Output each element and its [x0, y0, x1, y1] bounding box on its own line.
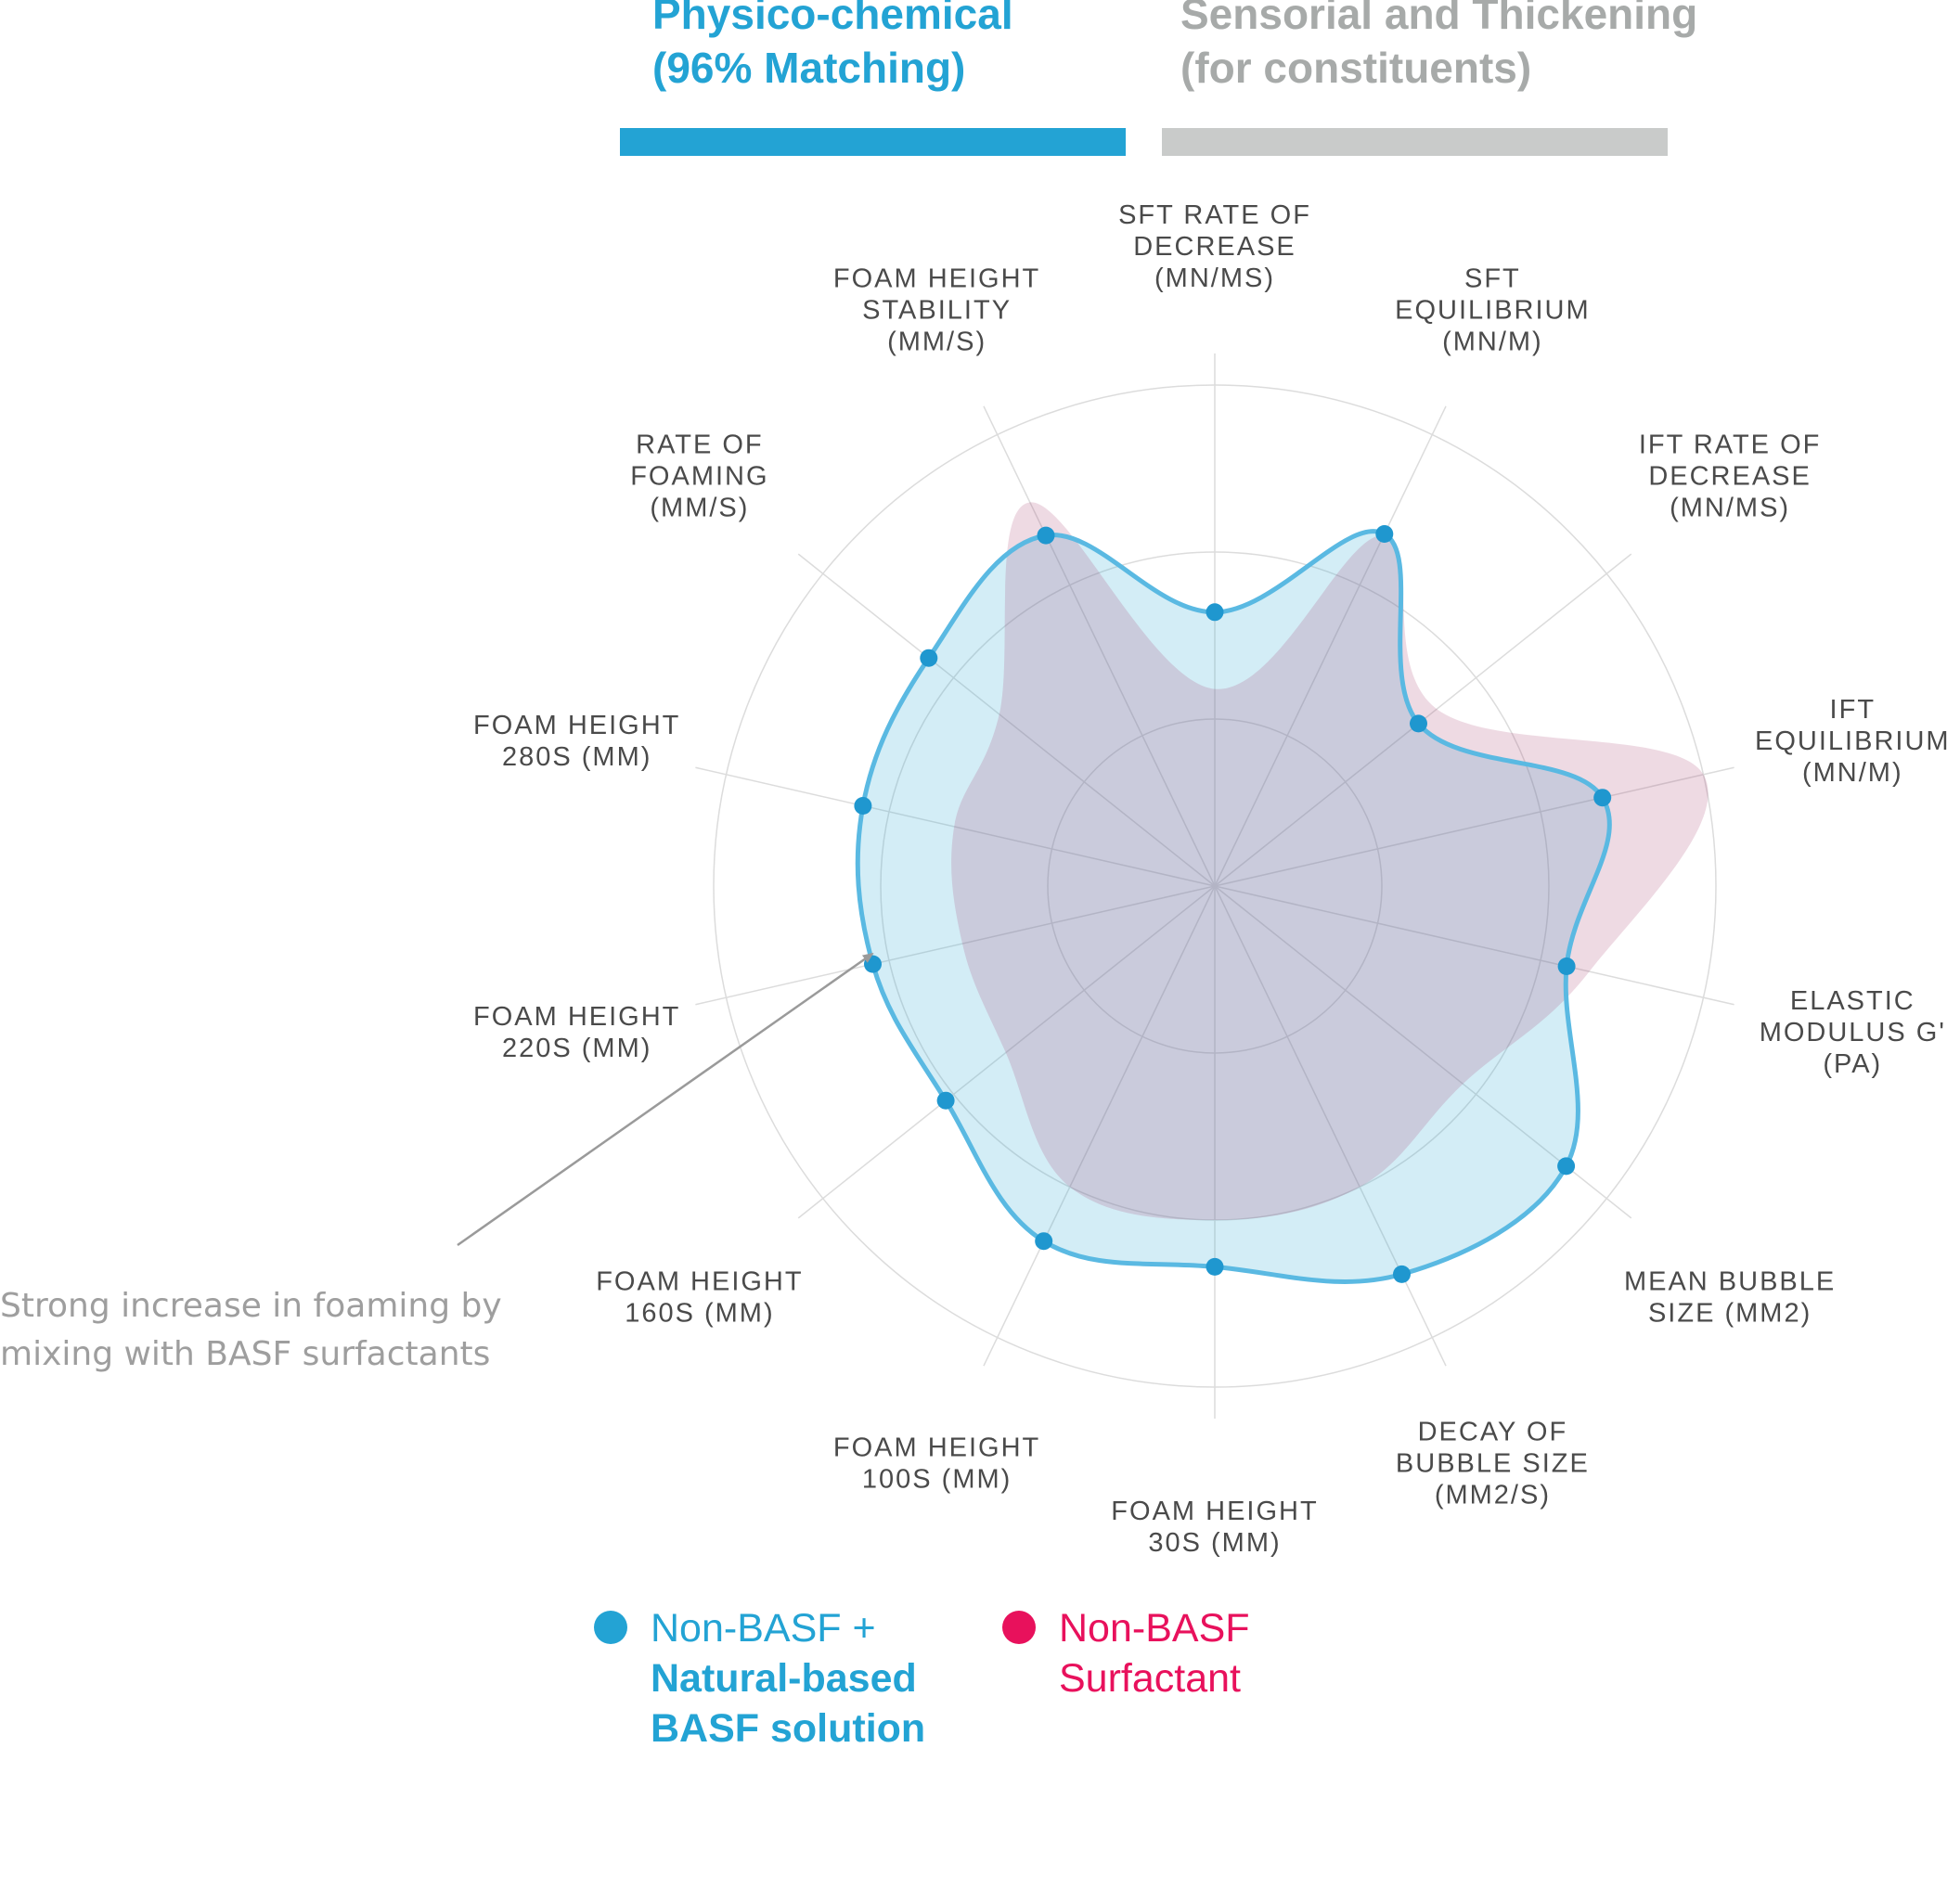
series-blue-point-3 [1593, 789, 1612, 807]
grid-spoke-9 [797, 885, 1216, 1219]
tab-sensorial-line-1: Sensorial and Thickening [1180, 0, 1698, 38]
axis-label-11-line-0: FOAM HEIGHT [473, 711, 680, 740]
series-blue-point-5 [1557, 1157, 1576, 1176]
axis-label-0-line-1: DECREASE [1133, 232, 1296, 262]
tab-physico-chemical[interactable]: Physico-chemical (96% Matching) [652, 0, 1013, 95]
grid-spoke-11 [695, 766, 1216, 887]
series-blue-point-12 [920, 649, 938, 667]
series-overlap-shade [951, 502, 1709, 1220]
axis-label-6-line-0: DECAY OF [1418, 1418, 1568, 1447]
axis-label-8-line-1: 100S (MM) [862, 1465, 1012, 1495]
annotation-line-1: Strong increase in foaming by [0, 1287, 502, 1325]
series-blue-point-6 [1393, 1265, 1411, 1283]
tab-sensorial-thickening[interactable]: Sensorial and Thickening (for constituen… [1180, 0, 1697, 95]
axis-label-2-line-1: DECREASE [1648, 461, 1812, 491]
axis-label-5-line-1: SIZE (MM2) [1648, 1299, 1812, 1329]
legend-marker-blue [594, 1611, 627, 1644]
axis-label-13-line-0: FOAM HEIGHT [833, 263, 1040, 293]
grid-spoke-1 [1214, 405, 1447, 887]
series-blue-point-7 [1206, 1257, 1224, 1276]
tab-physico-chemical-line-2: (96% Matching) [652, 44, 966, 92]
axis-label-2-line-0: IFT RATE OF [1639, 430, 1822, 459]
series-pink-area [951, 502, 1709, 1220]
annotation-text: Strong increase in foaming by mixing wit… [0, 1282, 557, 1379]
annotation-arrow [457, 952, 874, 1247]
series-blue-point-1 [1375, 525, 1394, 543]
axis-label-4-line-2: (PA) [1823, 1049, 1882, 1079]
axis-label-8-line-0: FOAM HEIGHT [833, 1433, 1040, 1463]
axis-label-6-line-1: BUBBLE SIZE [1396, 1449, 1590, 1479]
axis-label-5-line-0: MEAN BUBBLE [1624, 1267, 1836, 1297]
series-blue-area [858, 531, 1610, 1282]
axis-label-10-line-1: 220S (MM) [502, 1034, 651, 1063]
legend-pink-line-2: Surfactant [1059, 1656, 1241, 1701]
axis-label-4-line-0: ELASTIC [1790, 986, 1915, 1016]
legend-blue-line-2: Natural-based [651, 1656, 917, 1701]
legend-blue-line-3: BASF solution [651, 1706, 926, 1751]
tab-physico-chemical-indicator[interactable] [620, 128, 1126, 156]
axis-label-13-line-1: STABILITY [862, 295, 1012, 325]
axis-label-0-line-0: SFT RATE OF [1118, 200, 1311, 230]
series-blue-point-0 [1206, 603, 1224, 622]
legend-marker-pink [1002, 1611, 1036, 1644]
axis-label-13-line-2: (MM/S) [887, 327, 986, 356]
axis-label-1-line-0: SFT [1464, 263, 1521, 293]
axis-label-1-line-2: (MN/M) [1442, 327, 1543, 356]
series-blue-point-8 [1035, 1232, 1053, 1251]
series-blue-line [855, 529, 1612, 1284]
legend-blue-line-1: Non-BASF + [651, 1606, 876, 1651]
series-blue-point-4 [1557, 957, 1576, 975]
series-blue-point-9 [936, 1091, 955, 1110]
legend-pink-line-1: Non-BASF [1059, 1606, 1250, 1651]
series-blue-point-13 [1037, 526, 1055, 545]
axis-label-4-line-1: MODULUS G' [1760, 1018, 1946, 1047]
tab-sensorial-thickening-indicator[interactable] [1162, 128, 1668, 156]
grid-spoke-13 [983, 405, 1216, 887]
annotation-line-2: mixing with BASF surfactants [0, 1335, 491, 1373]
axis-label-6-line-2: (MM2/S) [1435, 1481, 1551, 1510]
axis-label-2-line-2: (MN/MS) [1670, 493, 1790, 522]
axis-label-11-line-1: 280S (MM) [502, 742, 651, 772]
grid-spoke-3 [1214, 766, 1734, 887]
axis-label-0-line-2: (MN/MS) [1154, 263, 1275, 293]
axis-label-3-line-0: IFT [1830, 695, 1876, 725]
axis-label-3-line-1: EQUILIBRIUM [1755, 726, 1951, 756]
grid-spoke-12 [797, 553, 1216, 887]
axis-label-12-line-1: FOAMING [630, 461, 768, 491]
axis-label-9-line-0: FOAM HEIGHT [596, 1267, 803, 1297]
axis-label-12-line-0: RATE OF [636, 430, 764, 459]
grid-spoke-10 [695, 885, 1216, 1006]
series-blue-point-11 [854, 797, 872, 815]
radar-series [854, 502, 1709, 1284]
axis-label-7-line-1: 30S (MM) [1148, 1528, 1281, 1558]
axis-label-3-line-2: (MN/M) [1802, 758, 1903, 788]
grid-spoke-4 [1214, 885, 1734, 1006]
tab-physico-chemical-line-1: Physico-chemical [652, 0, 1013, 38]
series-blue-point-2 [1410, 714, 1427, 733]
axis-label-10-line-0: FOAM HEIGHT [473, 1002, 680, 1032]
grid-spoke-6 [1214, 885, 1447, 1367]
axis-label-12-line-2: (MM/S) [650, 493, 749, 522]
tab-sensorial-line-2: (for constituents) [1180, 44, 1532, 92]
axis-label-9-line-1: 160S (MM) [625, 1299, 774, 1329]
axis-label-7-line-0: FOAM HEIGHT [1111, 1497, 1318, 1526]
axis-label-1-line-1: EQUILIBRIUM [1395, 295, 1591, 325]
grid-spoke-8 [983, 885, 1216, 1367]
